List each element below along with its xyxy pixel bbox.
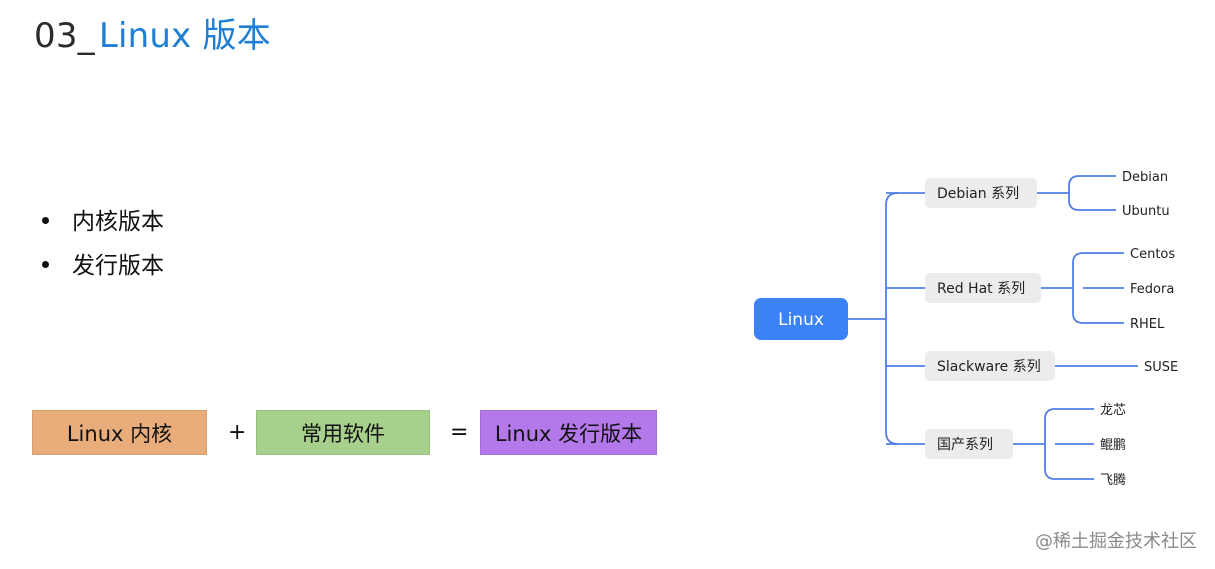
equation-equals-sign: = [450,420,469,445]
trunk-line [885,192,899,445]
leaf-node-label: Fedora [1130,282,1174,297]
branch-node-label: Slackware 系列 [937,359,1041,375]
section-number: 03_ [34,16,95,56]
equation-plus-sign: + [228,420,247,445]
leaf-node-label: SUSE [1144,360,1178,375]
branch-node-box [925,429,1013,459]
branch-node-box [925,351,1055,381]
leaf-node-label: 龙芯 [1100,403,1126,418]
hub-fork-line [1072,252,1084,324]
equation-term-common-software: 常用软件 [256,410,430,455]
bullet-item-kernel-version: 内核版本 [42,200,164,244]
root-node-box [754,298,848,340]
section-title: Linux 版本 [98,16,271,56]
hub-fork-line [1068,175,1080,211]
equation-result-linux-distro: Linux 发行版本 [480,410,657,455]
bullet-dot-icon [42,217,49,224]
leaf-node-label: Debian [1122,170,1168,185]
leaf-node-label: RHEL [1130,317,1165,332]
leaf-node-label: Ubuntu [1122,204,1170,219]
page-title: 03_Linux 版本 [34,14,271,58]
branch-node-box [925,273,1041,303]
mindmap-links [848,175,1138,480]
leaf-node-label: Centos [1130,247,1175,262]
hub-fork-line [1044,408,1056,480]
bullet-item-distro-version: 发行版本 [42,244,164,288]
root-node-label: Linux [778,310,824,330]
bullet-dot-icon [42,261,49,268]
branch-node-label: Red Hat 系列 [937,281,1025,297]
bullet-label: 发行版本 [72,253,164,279]
branch-node-label: Debian 系列 [937,186,1019,202]
branch-node-label: 国产系列 [937,437,993,453]
leaf-node-label: 飞腾 [1100,472,1126,488]
bullet-list: 内核版本 发行版本 [42,200,164,288]
source-watermark: @稀土掘金技术社区 [1035,531,1197,552]
equation-term-linux-kernel: Linux 内核 [32,410,207,455]
branch-node-box [925,178,1037,208]
leaf-node-label: 鲲鹏 [1100,438,1126,453]
bullet-label: 内核版本 [72,209,164,235]
